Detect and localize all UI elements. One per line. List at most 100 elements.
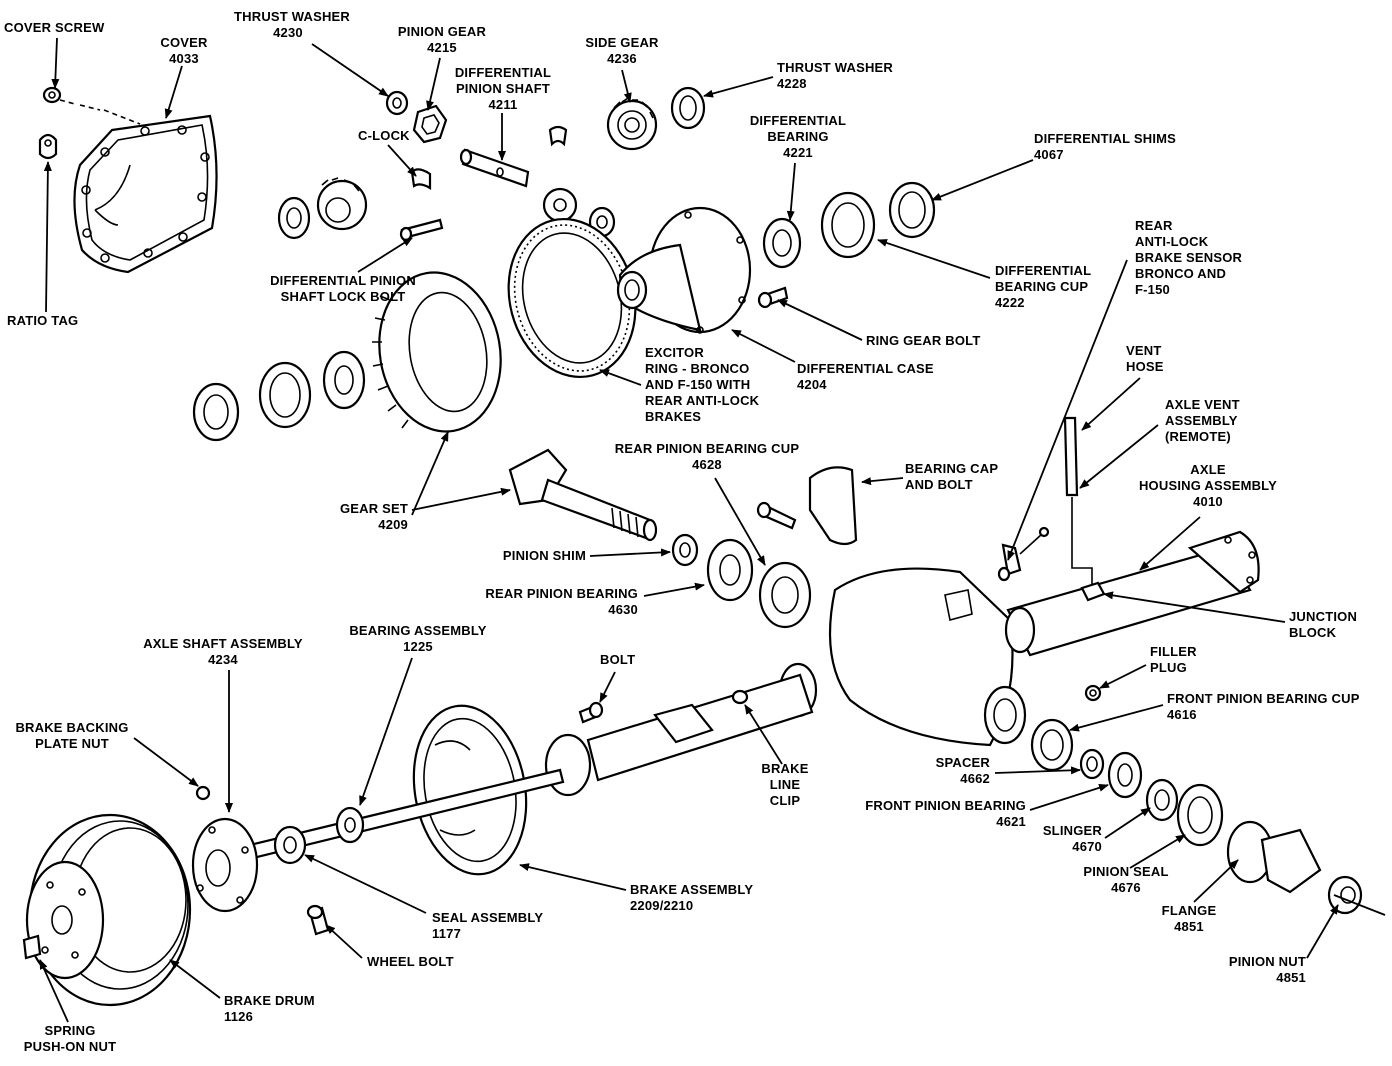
part-thrust-washer-left <box>277 196 311 240</box>
part-washer-rear <box>192 382 240 442</box>
label-text: BRAKE BACKING <box>15 720 129 735</box>
label-brake-assembly: BRAKE ASSEMBLY 2209/2210 <box>630 882 753 914</box>
label-text: RING - BRONCO <box>645 361 750 376</box>
label-gear-set: GEAR SET 4209 <box>328 501 408 533</box>
label-part-number: 4851 <box>1276 970 1306 985</box>
part-pinion-gear-shaft <box>508 448 658 542</box>
label-differential-shims: DIFFERENTIAL SHIMS 4067 <box>1034 131 1176 163</box>
label-excitor-ring: EXCITOR RING - BRONCO AND F-150 WITH REA… <box>645 345 759 425</box>
label-part-number: 4851 <box>1174 919 1204 934</box>
label-brake-backing-plate-nut: BRAKE BACKING PLATE NUT <box>10 720 134 752</box>
part-cover <box>73 114 218 274</box>
label-pinion-seal: PINION SEAL 4676 <box>1076 864 1176 896</box>
label-cover: COVER 4033 <box>156 35 212 67</box>
label-text: REAR ANTI-LOCK <box>645 393 760 408</box>
label-text: WHEEL BOLT <box>367 954 454 969</box>
label-pinion-gear: PINION GEAR 4215 <box>392 24 492 56</box>
part-axle-flange <box>191 817 259 913</box>
label-ratio-tag: RATIO TAG <box>7 313 78 329</box>
label-bearing-assembly: BEARING ASSEMBLY 1225 <box>338 623 498 655</box>
part-rear-pinion-bearing <box>706 538 754 602</box>
label-text: SLINGER <box>1042 823 1102 838</box>
part-flange <box>1226 820 1322 894</box>
label-text: BLOCK <box>1289 625 1337 640</box>
label-text: DIFFERENTIAL PINION <box>270 273 416 288</box>
part-brake-drum <box>25 813 192 1007</box>
label-text: BEARING <box>767 129 829 144</box>
part-pinion-bearing-rear <box>322 350 366 410</box>
label-part-number: 4616 <box>1167 707 1197 722</box>
label-pinion-nut: PINION NUT 4851 <box>1210 954 1306 986</box>
label-text: SPACER <box>935 755 990 770</box>
label-part-number: 4621 <box>996 814 1026 829</box>
label-pinion-shim: PINION SHIM <box>480 548 586 564</box>
label-part-number: 4234 <box>208 652 238 667</box>
label-text: BRAKES <box>645 409 702 424</box>
label-side-gear: SIDE GEAR 4236 <box>582 35 662 67</box>
label-part-number: 4230 <box>273 25 303 40</box>
part-cover-screw <box>42 86 141 125</box>
label-text: PLATE NUT <box>35 736 109 751</box>
part-front-pinion-bearing <box>1107 751 1143 799</box>
label-thrust-washer-4230: THRUST WASHER 4230 <box>234 9 350 41</box>
label-text: LINE <box>769 777 801 792</box>
part-thrust-washer-4230 <box>385 90 409 116</box>
part-abs-sensor <box>997 526 1050 582</box>
label-text: FILLER <box>1150 644 1197 659</box>
part-c-lock <box>410 168 432 190</box>
label-part-number: 1126 <box>224 1009 254 1024</box>
label-text: PINION SEAL <box>1083 864 1169 879</box>
label-text: ANTI-LOCK <box>1135 234 1209 249</box>
label-flange: FLANGE 4851 <box>1158 903 1220 935</box>
part-axle-tube-right <box>1004 530 1260 657</box>
part-bearing-cup-rear <box>258 361 312 429</box>
label-rear-pinion-bearing-cup: REAR PINION BEARING CUP 4628 <box>602 441 812 473</box>
label-vent-hose: VENT HOSE <box>1126 343 1164 375</box>
label-text: RING GEAR BOLT <box>866 333 981 348</box>
label-differential-bearing: DIFFERENTIAL BEARING 4221 <box>742 113 854 161</box>
label-cover-screw: COVER SCREW <box>4 20 104 36</box>
label-junction-block: JUNCTION BLOCK <box>1289 609 1357 641</box>
label-text: RATIO TAG <box>7 313 79 328</box>
label-differential-pinion-shaft: DIFFERENTIAL PINION SHAFT 4211 <box>448 65 558 113</box>
label-part-number: 4670 <box>1072 839 1102 854</box>
label-part-number: 4221 <box>783 145 813 160</box>
part-c-lock-upper <box>548 125 568 147</box>
part-pinion-gear <box>412 104 448 144</box>
part-pinion-shim <box>671 533 699 567</box>
part-axle-housing-center <box>778 567 1027 747</box>
label-text: THRUST WASHER <box>777 60 893 75</box>
label-text: AXLE <box>1190 462 1226 477</box>
label-rear-pinion-bearing: REAR PINION BEARING 4630 <box>470 586 638 618</box>
label-axle-vent-assembly: AXLE VENT ASSEMBLY (REMOTE) <box>1165 397 1240 445</box>
label-text: BRONCO AND <box>1135 266 1227 281</box>
label-filler-plug: FILLER PLUG <box>1150 644 1197 676</box>
label-slinger: SLINGER 4670 <box>1030 823 1102 855</box>
label-text: AND F-150 WITH <box>645 377 751 392</box>
label-differential-bearing-cup: DIFFERENTIAL BEARING CUP 4222 <box>995 263 1091 311</box>
label-wheel-bolt: WHEEL BOLT <box>367 954 454 970</box>
part-ring-gear <box>372 271 502 433</box>
label-part-number: 4209 <box>378 517 408 532</box>
part-diff-shims <box>888 181 936 239</box>
label-part-number: 1225 <box>403 639 433 654</box>
label-part-number: 4222 <box>995 295 1025 310</box>
part-seal-assembly <box>273 825 307 865</box>
label-text: COVER <box>160 35 208 50</box>
label-text: PINION GEAR <box>397 24 487 39</box>
label-text: PINION SHIM <box>502 548 586 563</box>
label-text: BEARING CUP <box>995 279 1089 294</box>
label-text: HOUSING ASSEMBLY <box>1138 478 1278 493</box>
label-text: SPRING <box>44 1023 96 1038</box>
part-front-pinion-bearing-cup <box>1030 718 1074 772</box>
label-text: BEARING ASSEMBLY <box>349 623 487 638</box>
part-ratio-tag <box>38 133 58 160</box>
part-bearing-cup-diff <box>820 191 876 259</box>
label-text: BRAKE DRUM <box>224 993 315 1008</box>
label-text: DIFFERENTIAL <box>749 113 847 128</box>
label-text: SEAL ASSEMBLY <box>432 910 544 925</box>
label-text: FRONT PINION BEARING CUP <box>1167 691 1360 706</box>
part-vent-hose <box>1063 416 1093 586</box>
label-text: DIFFERENTIAL <box>454 65 552 80</box>
label-text: HOSE <box>1126 359 1164 374</box>
